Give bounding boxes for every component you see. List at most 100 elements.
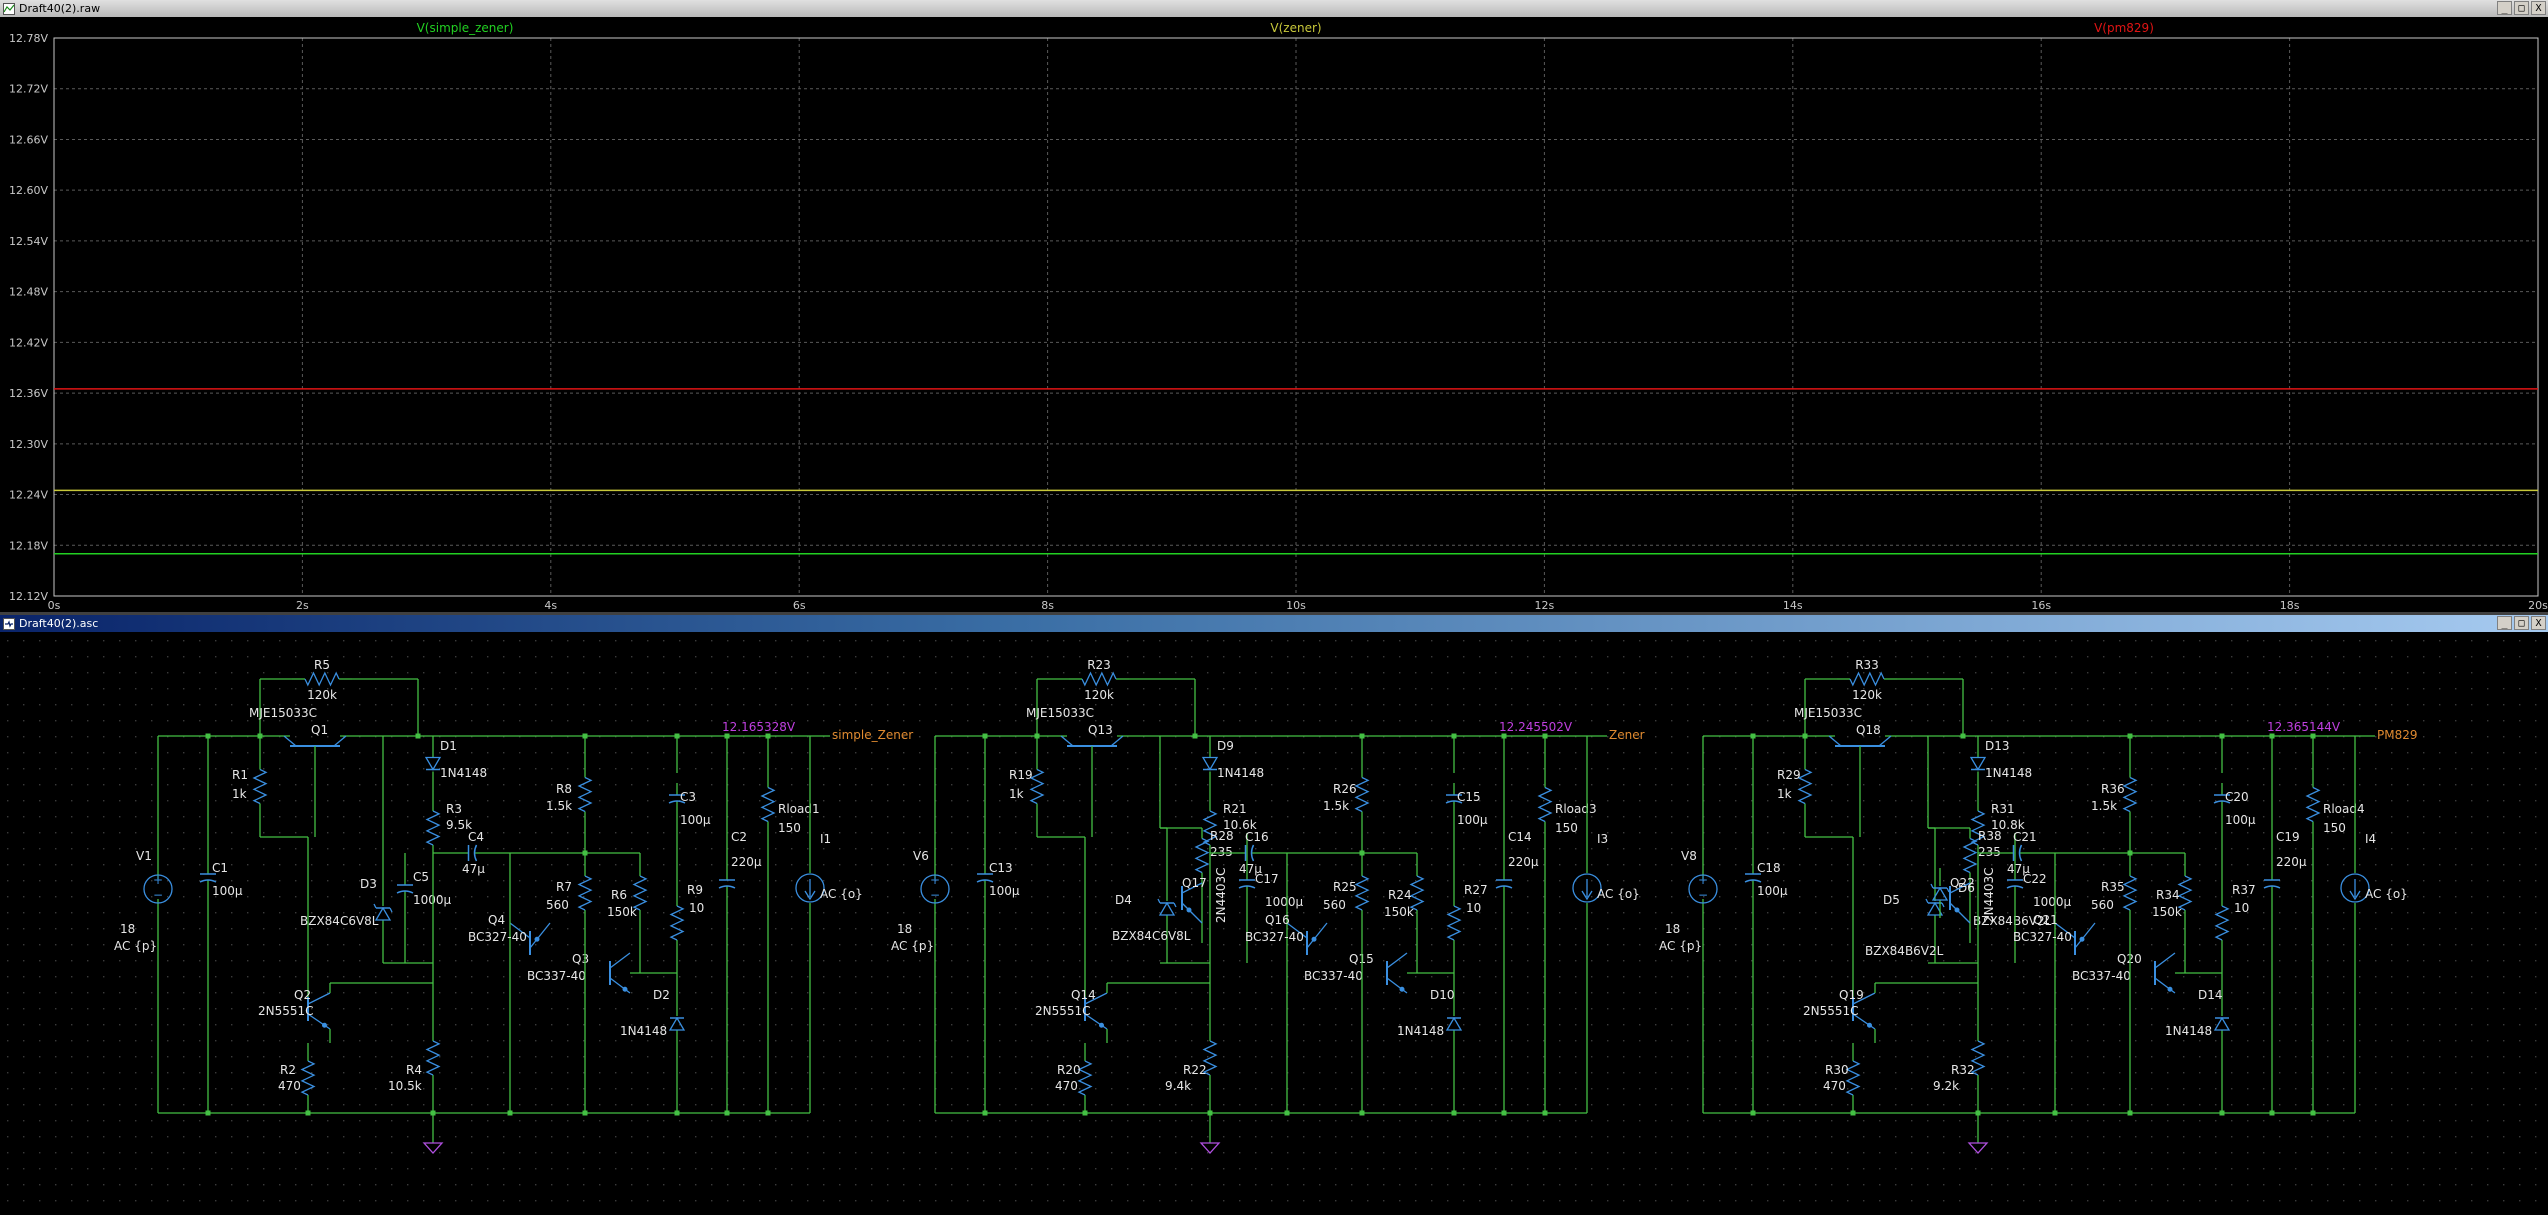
component-label: 9.2k — [1933, 1079, 1959, 1093]
component-label: V6 — [913, 849, 929, 863]
junction — [205, 1110, 211, 1116]
transistor-collector — [1949, 882, 1971, 894]
y-tick-label: 12.48V — [9, 286, 48, 299]
y-tick-label: 12.30V — [9, 438, 48, 451]
component-label: 1000µ — [1265, 895, 1304, 909]
component-label: R26 — [1333, 782, 1357, 796]
component-label: + — [1698, 873, 1708, 887]
component-label: D1 — [440, 739, 457, 753]
component-label: BC337-40 — [2072, 969, 2131, 983]
x-tick-label: 14s — [1783, 599, 1803, 612]
diode-symbol — [1926, 901, 1944, 916]
close-button[interactable]: X — [2531, 1, 2546, 15]
transistor-arrow — [322, 1022, 327, 1028]
component-label: 2N5551C — [1803, 1004, 1859, 1018]
current-source — [795, 873, 825, 903]
transistor-collector — [1852, 992, 1876, 1005]
junction — [2310, 1110, 2316, 1116]
current-source — [2340, 873, 2370, 903]
component-label: AC {p} — [891, 939, 934, 953]
component-label: 10 — [1466, 901, 1481, 915]
resistor-symbol — [2214, 905, 2230, 941]
component-label: AC {o} — [1597, 887, 1640, 901]
component-label: 560 — [546, 898, 569, 912]
component-label: 150k — [2152, 905, 2182, 919]
diode-symbol — [1158, 901, 1176, 916]
capacitor-plate — [718, 885, 736, 889]
component-label: D6 — [1958, 881, 1975, 895]
component-label: R3 — [446, 802, 462, 816]
component-label: 10.5k — [388, 1079, 422, 1093]
waveform-plot[interactable]: V(simple_zener)V(zener)V(pm829) 12.78V12… — [0, 18, 2548, 612]
component-label: Q14 — [1071, 988, 1096, 1002]
resistor-symbol — [1077, 1060, 1093, 1096]
component-label: Q22 — [1950, 876, 1975, 890]
close-button[interactable]: X — [2531, 616, 2546, 630]
transistor-emitter — [1828, 735, 1842, 747]
component-label: 1N4148 — [1217, 766, 1264, 780]
component-label: D10 — [1430, 988, 1455, 1002]
transistor-arrow — [2167, 986, 2173, 992]
component-label: 100µ — [1757, 884, 1788, 898]
component-label: R19 — [1009, 768, 1033, 782]
component-label: 560 — [2091, 898, 2114, 912]
transistor-emitter — [283, 735, 297, 747]
component-label: BZX84B6V2L — [1865, 944, 1944, 958]
transistor-collector — [2154, 952, 2176, 969]
capacitor-plate — [1250, 844, 1255, 862]
x-tick-label: 4s — [544, 599, 557, 612]
transistor-collector — [1386, 952, 1408, 969]
component-label: 1N4148 — [2165, 1024, 2212, 1038]
junction — [1542, 733, 1548, 739]
ground-symbol — [1199, 1142, 1221, 1154]
component-label: D13 — [1985, 739, 2010, 753]
junction — [1542, 1110, 1548, 1116]
component-label: 470 — [1823, 1079, 1846, 1093]
resistor-symbol — [1081, 671, 1117, 687]
transistor-arrow — [2079, 936, 2085, 942]
component-label: D5 — [1883, 893, 1900, 907]
component-label: R34 — [2156, 888, 2180, 902]
transistor-arrow — [1954, 907, 1960, 913]
transistor-arrow — [1311, 936, 1317, 942]
transistor-collector — [1286, 922, 1308, 939]
resistor-symbol — [2122, 875, 2138, 911]
maximize-button[interactable]: □ — [2514, 1, 2529, 15]
transistor-collector — [1878, 735, 1892, 747]
component-label: 10 — [2234, 901, 2249, 915]
transistor-arrow — [622, 986, 628, 992]
component-label: 10 — [689, 901, 704, 915]
maximize-button[interactable]: □ — [2514, 616, 2529, 630]
waveform-window-title: Draft40(2).raw — [19, 2, 101, 15]
transistor-emitter — [1060, 735, 1074, 747]
window-separator — [0, 612, 2548, 615]
schematic-title-bar[interactable]: Draft40(2).asc _ □ X — [0, 615, 2548, 632]
component-label: R25 — [1333, 880, 1357, 894]
component-label: 12.365144V — [2267, 720, 2341, 734]
junction — [2127, 733, 2133, 739]
component-label: R7 — [556, 880, 572, 894]
component-label: R21 — [1223, 802, 1247, 816]
resistor-symbol — [1354, 875, 1370, 911]
resistor-symbol — [1354, 776, 1370, 813]
diode-symbol — [668, 1016, 686, 1031]
component-label: Rload4 — [2323, 802, 2365, 816]
component-label: 100µ — [989, 884, 1020, 898]
component-label: Q21 — [2033, 913, 2058, 927]
junction — [1960, 733, 1966, 739]
minimize-button[interactable]: _ — [2497, 1, 2512, 15]
waveform-title-bar[interactable]: Draft40(2).raw _ □ X — [0, 0, 2548, 17]
component-label: Q18 — [1856, 723, 1881, 737]
zener-tip — [1946, 887, 1950, 893]
component-label: D2 — [653, 988, 670, 1002]
minimize-button[interactable]: _ — [2497, 616, 2512, 630]
component-label: MJE15033C — [1026, 706, 1094, 720]
component-label: C3 — [680, 790, 696, 804]
voltage-source — [1688, 874, 1718, 904]
resistor-symbol — [1962, 837, 1978, 874]
resistor-symbol — [1537, 786, 1553, 823]
component-label: R38 — [1978, 829, 2002, 843]
current-arrow-head — [804, 890, 816, 901]
component-label: R33 — [1855, 658, 1879, 672]
